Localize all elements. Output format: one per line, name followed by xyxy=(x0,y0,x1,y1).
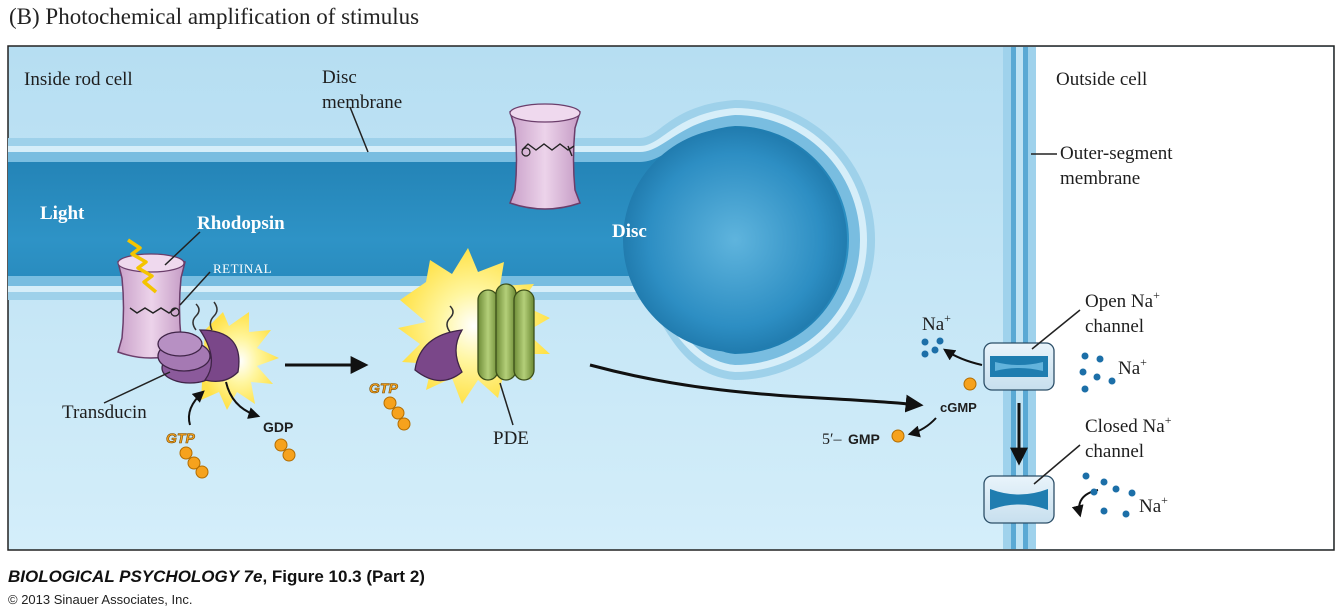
label-five-gmp: GMP xyxy=(848,431,880,447)
label-na-inside: Na+ xyxy=(922,311,951,335)
label-outer-segment-line1: Outer-segment xyxy=(1060,143,1173,164)
label-five-gmp-prefix: 5′– xyxy=(822,431,843,448)
closed-na-channel xyxy=(983,475,1055,524)
figure-copyright: © 2013 Sinauer Associates, Inc. xyxy=(8,592,193,607)
light-ray-icon xyxy=(127,238,158,294)
rod-cell-diagram: Inside rod cell Disc membrane Outside ce… xyxy=(7,45,1335,551)
figure-credit-title: BIOLOGICAL PSYCHOLOGY 7e, Figure 10.3 (P… xyxy=(8,567,425,586)
figure-heading: (B) Photochemical amplification of stimu… xyxy=(9,4,420,29)
label-na-outside-bottom: Na+ xyxy=(1139,493,1168,517)
inactive-rhodopsin xyxy=(509,103,581,210)
cgmp-molecule xyxy=(963,377,977,391)
label-outer-segment-line2: membrane xyxy=(1060,168,1140,189)
label-gdp: GDP xyxy=(263,419,293,435)
gtp-molecule-middle xyxy=(383,396,411,431)
transducin-alpha-active xyxy=(414,305,464,382)
label-open-channel-line2: channel xyxy=(1085,316,1144,337)
label-light: Light xyxy=(40,203,85,224)
label-closed-channel-line1: Closed Na+ xyxy=(1085,413,1172,437)
disc-structure xyxy=(8,99,876,380)
na-influx-arrow xyxy=(943,348,983,366)
outside-cell-region xyxy=(1036,47,1333,549)
label-gtp-left: GTP xyxy=(166,430,195,446)
label-outside-cell: Outside cell xyxy=(1056,69,1147,90)
label-inside-rod-cell: Inside rod cell xyxy=(24,69,133,90)
label-disc-membrane-line2: membrane xyxy=(322,92,402,113)
pde-enzyme xyxy=(477,283,535,381)
leader-lines xyxy=(103,106,1081,485)
label-retinal: RETINAL xyxy=(213,261,272,276)
label-open-channel-line1: Open Na+ xyxy=(1085,288,1160,312)
open-na-channel xyxy=(983,342,1055,391)
gtp-binding-arrow xyxy=(187,390,205,426)
label-transducin: Transducin xyxy=(62,402,147,423)
sodium-ions-inside xyxy=(921,337,944,358)
outer-segment-membrane xyxy=(1003,47,1036,549)
gtp-molecule-left xyxy=(179,446,209,479)
label-rhodopsin: Rhodopsin xyxy=(197,213,285,234)
sodium-ions-outside-top xyxy=(1079,352,1116,393)
label-gtp-middle: GTP xyxy=(369,380,398,396)
label-closed-channel-line2: channel xyxy=(1085,441,1144,462)
label-pde: PDE xyxy=(493,428,529,449)
five-gmp-molecule xyxy=(891,429,905,443)
pde-to-cgmp-arrow xyxy=(589,363,924,413)
gdp-molecule xyxy=(274,438,296,462)
cgmp-hydrolysis-arrow xyxy=(907,417,937,438)
gdp-release-arrow xyxy=(225,381,261,419)
label-disc-membrane-line1: Disc xyxy=(322,67,357,88)
activated-rhodopsin xyxy=(117,253,186,359)
sodium-ions-outside-bottom xyxy=(1082,472,1136,518)
transducin xyxy=(157,301,240,384)
label-na-outside-top: Na+ xyxy=(1118,355,1147,379)
label-disc: Disc xyxy=(612,221,647,242)
label-cgmp: cGMP xyxy=(940,400,977,415)
